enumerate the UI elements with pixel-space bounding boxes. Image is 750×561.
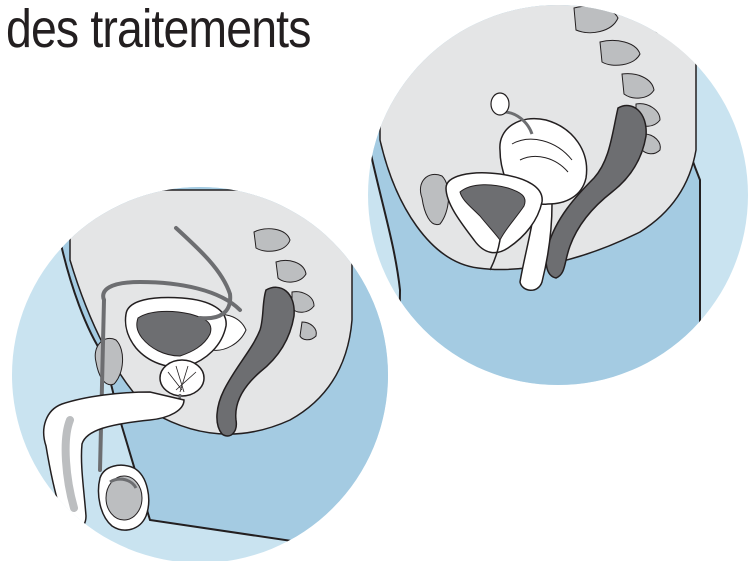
- female-pelvis-illustration: [368, 0, 748, 420]
- male-prostate: [160, 360, 204, 396]
- male-pelvis-illustration: [12, 170, 420, 561]
- female-ovary: [491, 93, 509, 115]
